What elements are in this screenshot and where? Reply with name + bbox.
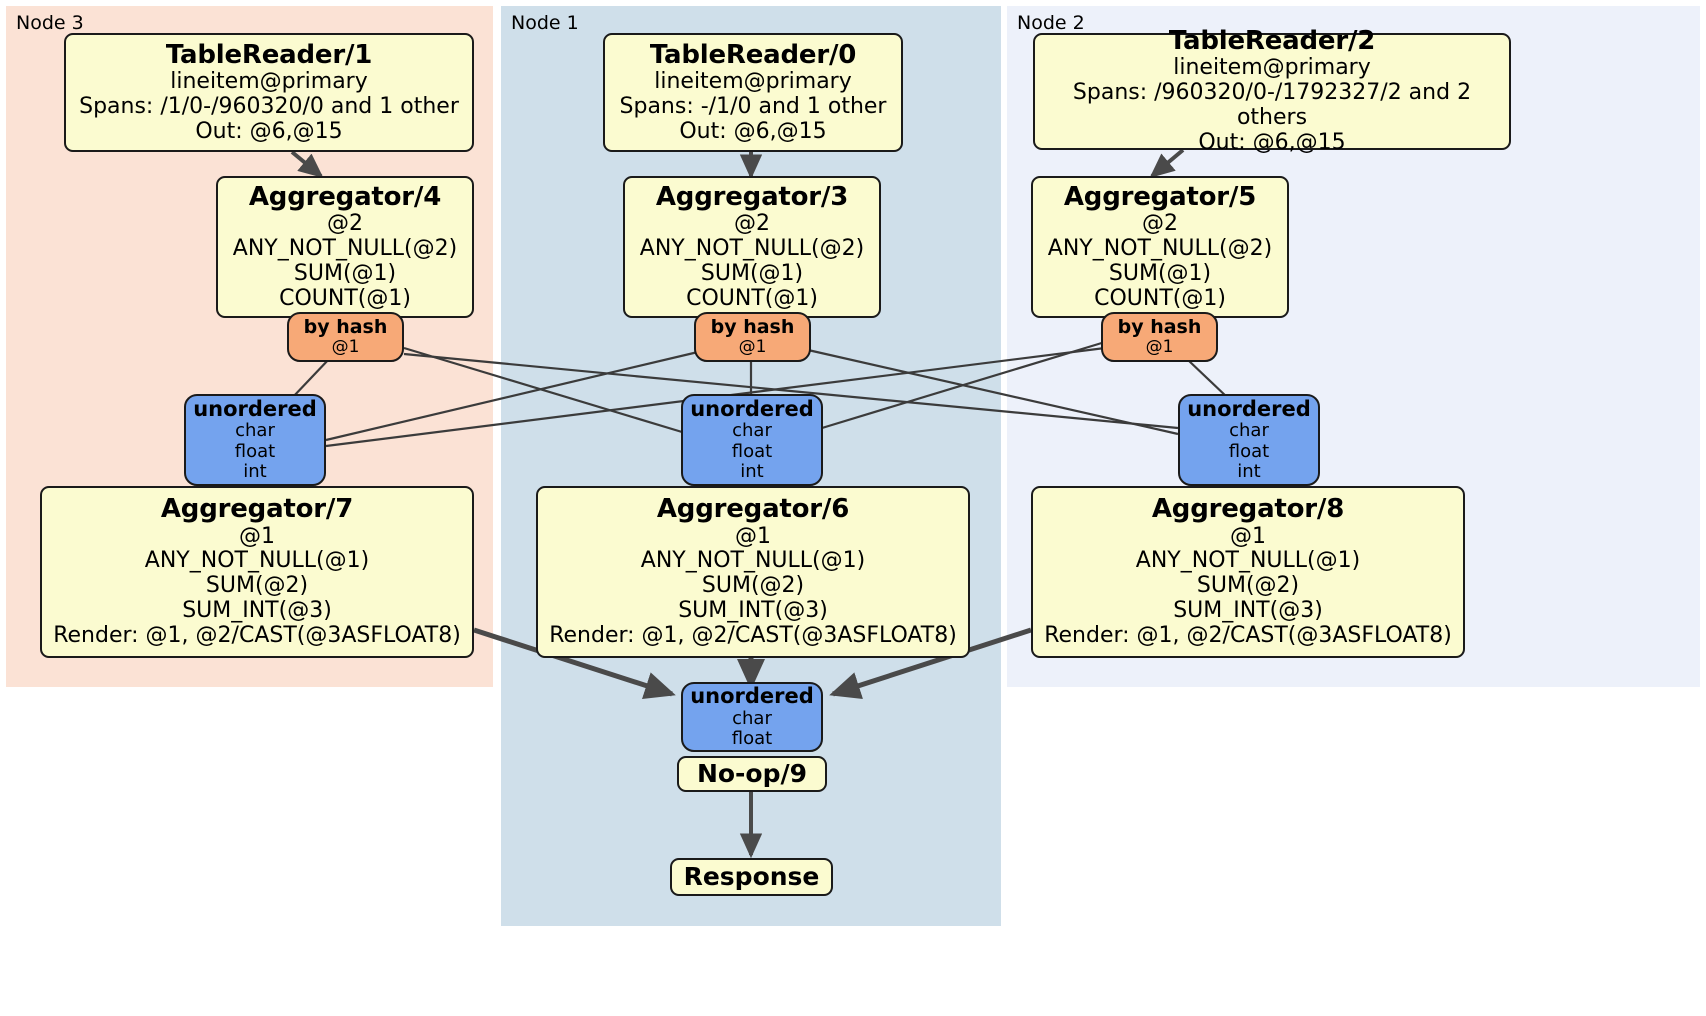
processor-title: TableReader/2	[1168, 26, 1376, 57]
processor-detail-line: SUM(@2)	[205, 573, 309, 599]
processor-detail-line: lineitem@primary	[1173, 55, 1371, 81]
synchronizer-unordered-left[interactable]: unordered char float int	[184, 394, 326, 486]
synchronizer-detail-line: float	[731, 440, 773, 462]
processor-detail-line: SUM(@1)	[293, 260, 397, 286]
synchronizer-unordered-right[interactable]: unordered char float int	[1178, 394, 1320, 486]
synchronizer-unordered-mid[interactable]: unordered char float int	[681, 394, 823, 486]
processor-detail-line: Out: @6,@15	[1198, 130, 1346, 156]
processor-aggregator-5[interactable]: Aggregator/5 @2 ANY_NOT_NULL(@2) SUM(@1)…	[1031, 176, 1289, 318]
processor-detail-line: @2	[1142, 210, 1178, 236]
router-by-hash-left[interactable]: by hash @1	[287, 312, 404, 362]
processor-detail-line: COUNT(@1)	[686, 285, 818, 311]
synchronizer-detail-line: int	[243, 461, 267, 483]
synchronizer-detail-line: float	[234, 440, 276, 462]
node-panel-label-node3: Node 3	[16, 12, 84, 34]
processor-aggregator-4[interactable]: Aggregator/4 @2 ANY_NOT_NULL(@2) SUM(@1)…	[216, 176, 474, 318]
processor-title: Aggregator/8	[1151, 494, 1345, 525]
processor-title: Aggregator/4	[248, 181, 442, 212]
processor-detail-line: SUM(@2)	[1196, 573, 1300, 599]
processor-detail-line: @1	[1230, 523, 1266, 549]
processor-aggregator-8[interactable]: Aggregator/8 @1 ANY_NOT_NULL(@1) SUM(@2)…	[1031, 486, 1465, 658]
router-detail-line: @1	[331, 337, 360, 358]
synchronizer-detail-line: char	[732, 707, 772, 729]
processor-detail-line: lineitem@primary	[170, 68, 368, 94]
processor-detail-line: SUM(@2)	[701, 573, 805, 599]
synchronizer-detail-line: int	[1237, 461, 1261, 483]
processor-aggregator-6[interactable]: Aggregator/6 @1 ANY_NOT_NULL(@1) SUM(@2)…	[536, 486, 970, 658]
processor-title: Aggregator/6	[656, 494, 850, 525]
processor-noop-9[interactable]: No-op/9	[677, 756, 827, 792]
synchronizer-title: unordered	[1187, 396, 1311, 421]
processor-detail-line: Spans: /960320/0-/1792327/2 and 2 others	[1072, 80, 1472, 131]
processor-detail-line: COUNT(@1)	[1094, 285, 1226, 311]
synchronizer-unordered-final[interactable]: unordered char float	[681, 682, 823, 752]
processor-response[interactable]: Response	[670, 858, 833, 896]
processor-title: Aggregator/5	[1063, 181, 1257, 212]
processor-detail-line: Out: @6,@15	[679, 118, 827, 144]
processor-aggregator-7[interactable]: Aggregator/7 @1 ANY_NOT_NULL(@1) SUM(@2)…	[40, 486, 474, 658]
processor-detail-line: @1	[735, 523, 771, 549]
synchronizer-detail-line: int	[740, 461, 764, 483]
processor-detail-line: ANY_NOT_NULL(@1)	[144, 548, 370, 574]
node-panel-label-node2: Node 2	[1017, 12, 1085, 34]
processor-table-reader-1[interactable]: TableReader/1 lineitem@primary Spans: /1…	[64, 33, 474, 152]
processor-table-reader-0[interactable]: TableReader/0 lineitem@primary Spans: -/…	[603, 33, 903, 152]
processor-detail-line: lineitem@primary	[654, 68, 852, 94]
processor-detail-line: SUM_INT(@3)	[182, 598, 332, 624]
synchronizer-detail-line: char	[732, 420, 772, 442]
processor-detail-line: SUM_INT(@3)	[678, 598, 828, 624]
processor-detail-line: Spans: -/1/0 and 1 other	[619, 93, 887, 119]
synchronizer-title: unordered	[193, 396, 317, 421]
router-title: by hash	[710, 315, 795, 338]
processor-detail-line: Render: @1, @2/CAST(@3ASFLOAT8)	[549, 622, 957, 648]
router-title: by hash	[1117, 315, 1202, 338]
processor-detail-line: ANY_NOT_NULL(@1)	[1135, 548, 1361, 574]
processor-detail-line: Out: @6,@15	[195, 118, 343, 144]
processor-aggregator-3[interactable]: Aggregator/3 @2 ANY_NOT_NULL(@2) SUM(@1)…	[623, 176, 881, 318]
processor-detail-line: Render: @1, @2/CAST(@3ASFLOAT8)	[1044, 622, 1452, 648]
router-title: by hash	[303, 315, 388, 338]
node-panel-label-node1: Node 1	[511, 12, 579, 34]
synchronizer-detail-line: char	[235, 420, 275, 442]
synchronizer-title: unordered	[690, 683, 814, 708]
router-by-hash-right[interactable]: by hash @1	[1101, 312, 1218, 362]
processor-detail-line: ANY_NOT_NULL(@2)	[639, 235, 865, 261]
router-detail-line: @1	[1145, 337, 1174, 358]
processor-detail-line: Spans: /1/0-/960320/0 and 1 other	[79, 93, 459, 119]
processor-detail-line: SUM_INT(@3)	[1173, 598, 1323, 624]
processor-detail-line: ANY_NOT_NULL(@2)	[1047, 235, 1273, 261]
processor-detail-line: Render: @1, @2/CAST(@3ASFLOAT8)	[53, 622, 461, 648]
processor-detail-line: SUM(@1)	[1108, 260, 1212, 286]
processor-detail-line: ANY_NOT_NULL(@1)	[640, 548, 866, 574]
router-by-hash-mid[interactable]: by hash @1	[694, 312, 811, 362]
synchronizer-detail-line: char	[1229, 420, 1269, 442]
synchronizer-detail-line: float	[731, 727, 773, 749]
processor-title: Aggregator/7	[160, 494, 354, 525]
processor-table-reader-2[interactable]: TableReader/2 lineitem@primary Spans: /9…	[1033, 26, 1511, 155]
processor-title: No-op/9	[696, 758, 808, 788]
processor-detail-line: @2	[327, 210, 363, 236]
processor-detail-line: ANY_NOT_NULL(@2)	[232, 235, 458, 261]
processor-detail-line: SUM(@1)	[700, 260, 804, 286]
processor-detail-line: @1	[239, 523, 275, 549]
router-detail-line: @1	[738, 337, 767, 358]
processor-title: Response	[683, 861, 820, 891]
synchronizer-title: unordered	[690, 396, 814, 421]
processor-detail-line: COUNT(@1)	[279, 285, 411, 311]
processor-title: TableReader/0	[649, 39, 857, 70]
processor-detail-line: @2	[734, 210, 770, 236]
processor-title: TableReader/1	[165, 39, 373, 70]
synchronizer-detail-line: float	[1228, 440, 1270, 462]
processor-title: Aggregator/3	[655, 181, 849, 212]
